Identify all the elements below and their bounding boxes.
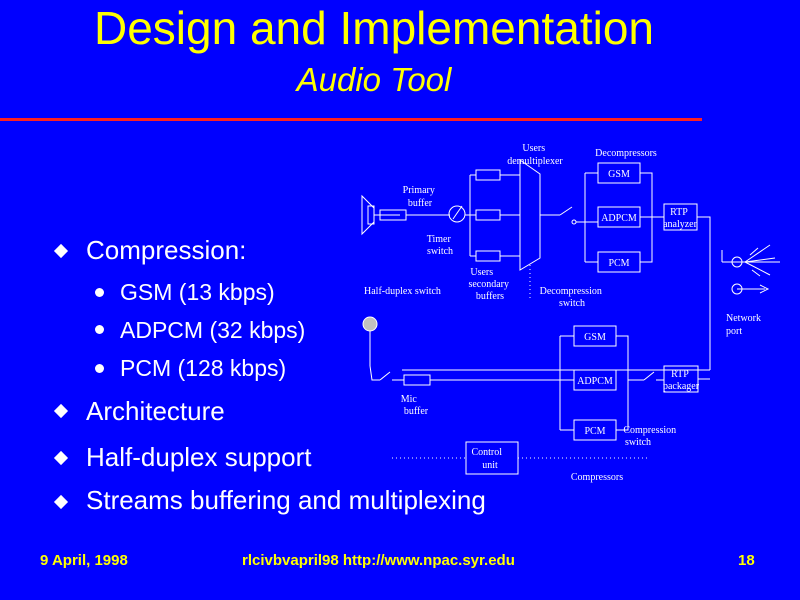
title-divider: [0, 118, 702, 121]
label-gsm-compressor: GSM: [584, 332, 606, 343]
footer-date: 9 April, 1998: [40, 552, 128, 569]
bullet-dot-icon: [95, 325, 104, 334]
timer-switch-icon: [448, 205, 466, 223]
secondary-buffer-box: [475, 169, 501, 181]
label-decompression-switch: Decompression switch: [540, 286, 605, 309]
speaker-icon: [361, 194, 375, 236]
label-gsm-decompressor: GSM: [608, 169, 630, 180]
label-compressors: Compressors: [571, 472, 623, 483]
label-primary-buffer: Primary buffer: [403, 185, 438, 209]
footer-source: rlcivbvapril98 http://www.npac.syr.edu: [242, 552, 515, 569]
mic-buffer-box: [403, 374, 431, 386]
secondary-buffer-box: [475, 209, 501, 221]
label-network-port: Network port: [726, 313, 764, 337]
label-pcm-decompressor: PCM: [608, 258, 629, 269]
label-timer-switch: Timer switch: [427, 234, 454, 257]
slide-title: Design and Implementation: [94, 2, 654, 54]
bullet-gsm: GSM (13 kbps): [120, 279, 275, 305]
bullet-pcm: PCM (128 kbps): [120, 355, 287, 381]
network-port-icon: [721, 244, 780, 295]
label-half-duplex-switch: Half-duplex switch: [364, 286, 441, 297]
bullet-dot-icon: [95, 288, 104, 297]
bullet-half-duplex: Half-duplex support: [86, 442, 312, 472]
label-adpcm-decompressor: ADPCM: [601, 213, 637, 224]
label-mic-buffer: Mic buffer: [401, 394, 429, 417]
label-users-demultiplexer: Users demultiplexer: [507, 143, 563, 167]
bullet-adpcm: ADPCM (32 kbps): [120, 317, 306, 343]
demultiplexer-block: [519, 159, 541, 271]
label-control-unit: Control unit: [471, 447, 504, 471]
compression-switch-icon: [643, 371, 655, 381]
label-users-secondary-buffers: Users secondary buffers: [468, 267, 511, 302]
label-adpcm-compressor: ADPCM: [577, 376, 613, 387]
half-duplex-switch-icon: [379, 371, 391, 381]
microphone-icon: [362, 316, 380, 381]
label-rtp-packager: RTP packager: [663, 369, 700, 392]
footer-page-number: 18: [738, 552, 755, 569]
secondary-buffer-box: [475, 250, 501, 262]
bullet-architecture: Architecture: [86, 396, 225, 426]
label-compression-switch: Compression switch: [623, 425, 678, 448]
adpcm-compressor-box: [573, 369, 617, 391]
slide-subtitle: Audio Tool: [296, 61, 452, 98]
bullet-streams: Streams buffering and multiplexing: [86, 485, 486, 515]
label-rtp-analyzer: RTP analyzer: [663, 207, 698, 230]
bullet-dot-icon: [95, 364, 104, 373]
label-pcm-compressor: PCM: [584, 426, 605, 437]
bullet-compression: Compression:: [86, 235, 247, 265]
label-decompressors: Decompressors: [595, 148, 657, 159]
